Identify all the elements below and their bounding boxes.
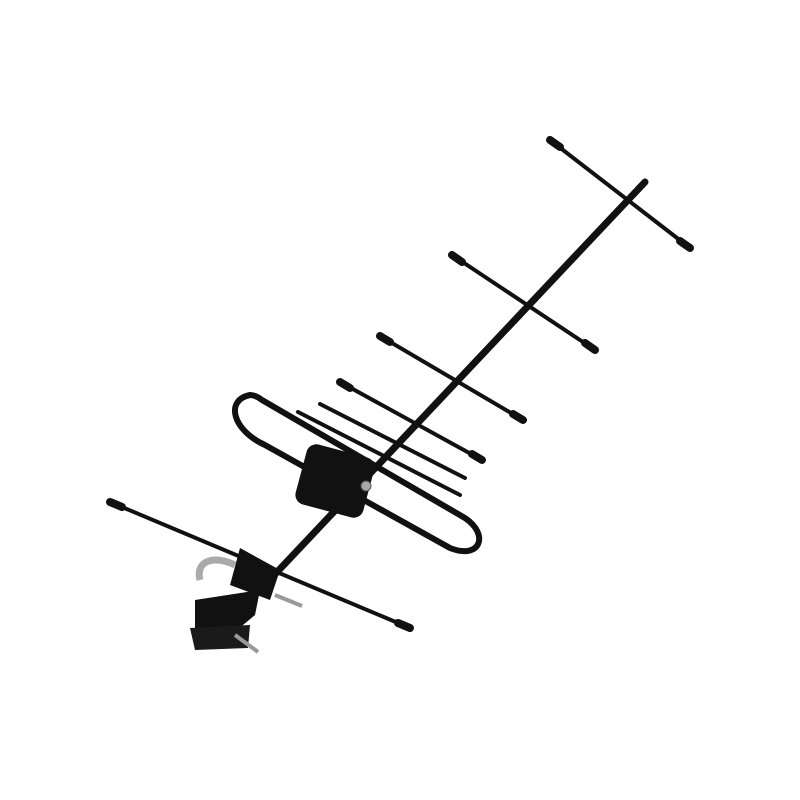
director-rod-1 bbox=[548, 138, 692, 250]
director-rod-5 bbox=[318, 402, 467, 480]
folded-dipole-loop bbox=[232, 391, 483, 555]
director-rod-4 bbox=[338, 380, 484, 462]
mast-clamp bbox=[190, 548, 303, 654]
director-rod-3 bbox=[378, 334, 525, 422]
bolt-icon bbox=[360, 480, 372, 492]
feed-box bbox=[295, 444, 375, 518]
director-rod-6 bbox=[296, 410, 462, 497]
boom bbox=[258, 178, 649, 592]
director-rod-2 bbox=[450, 253, 597, 352]
